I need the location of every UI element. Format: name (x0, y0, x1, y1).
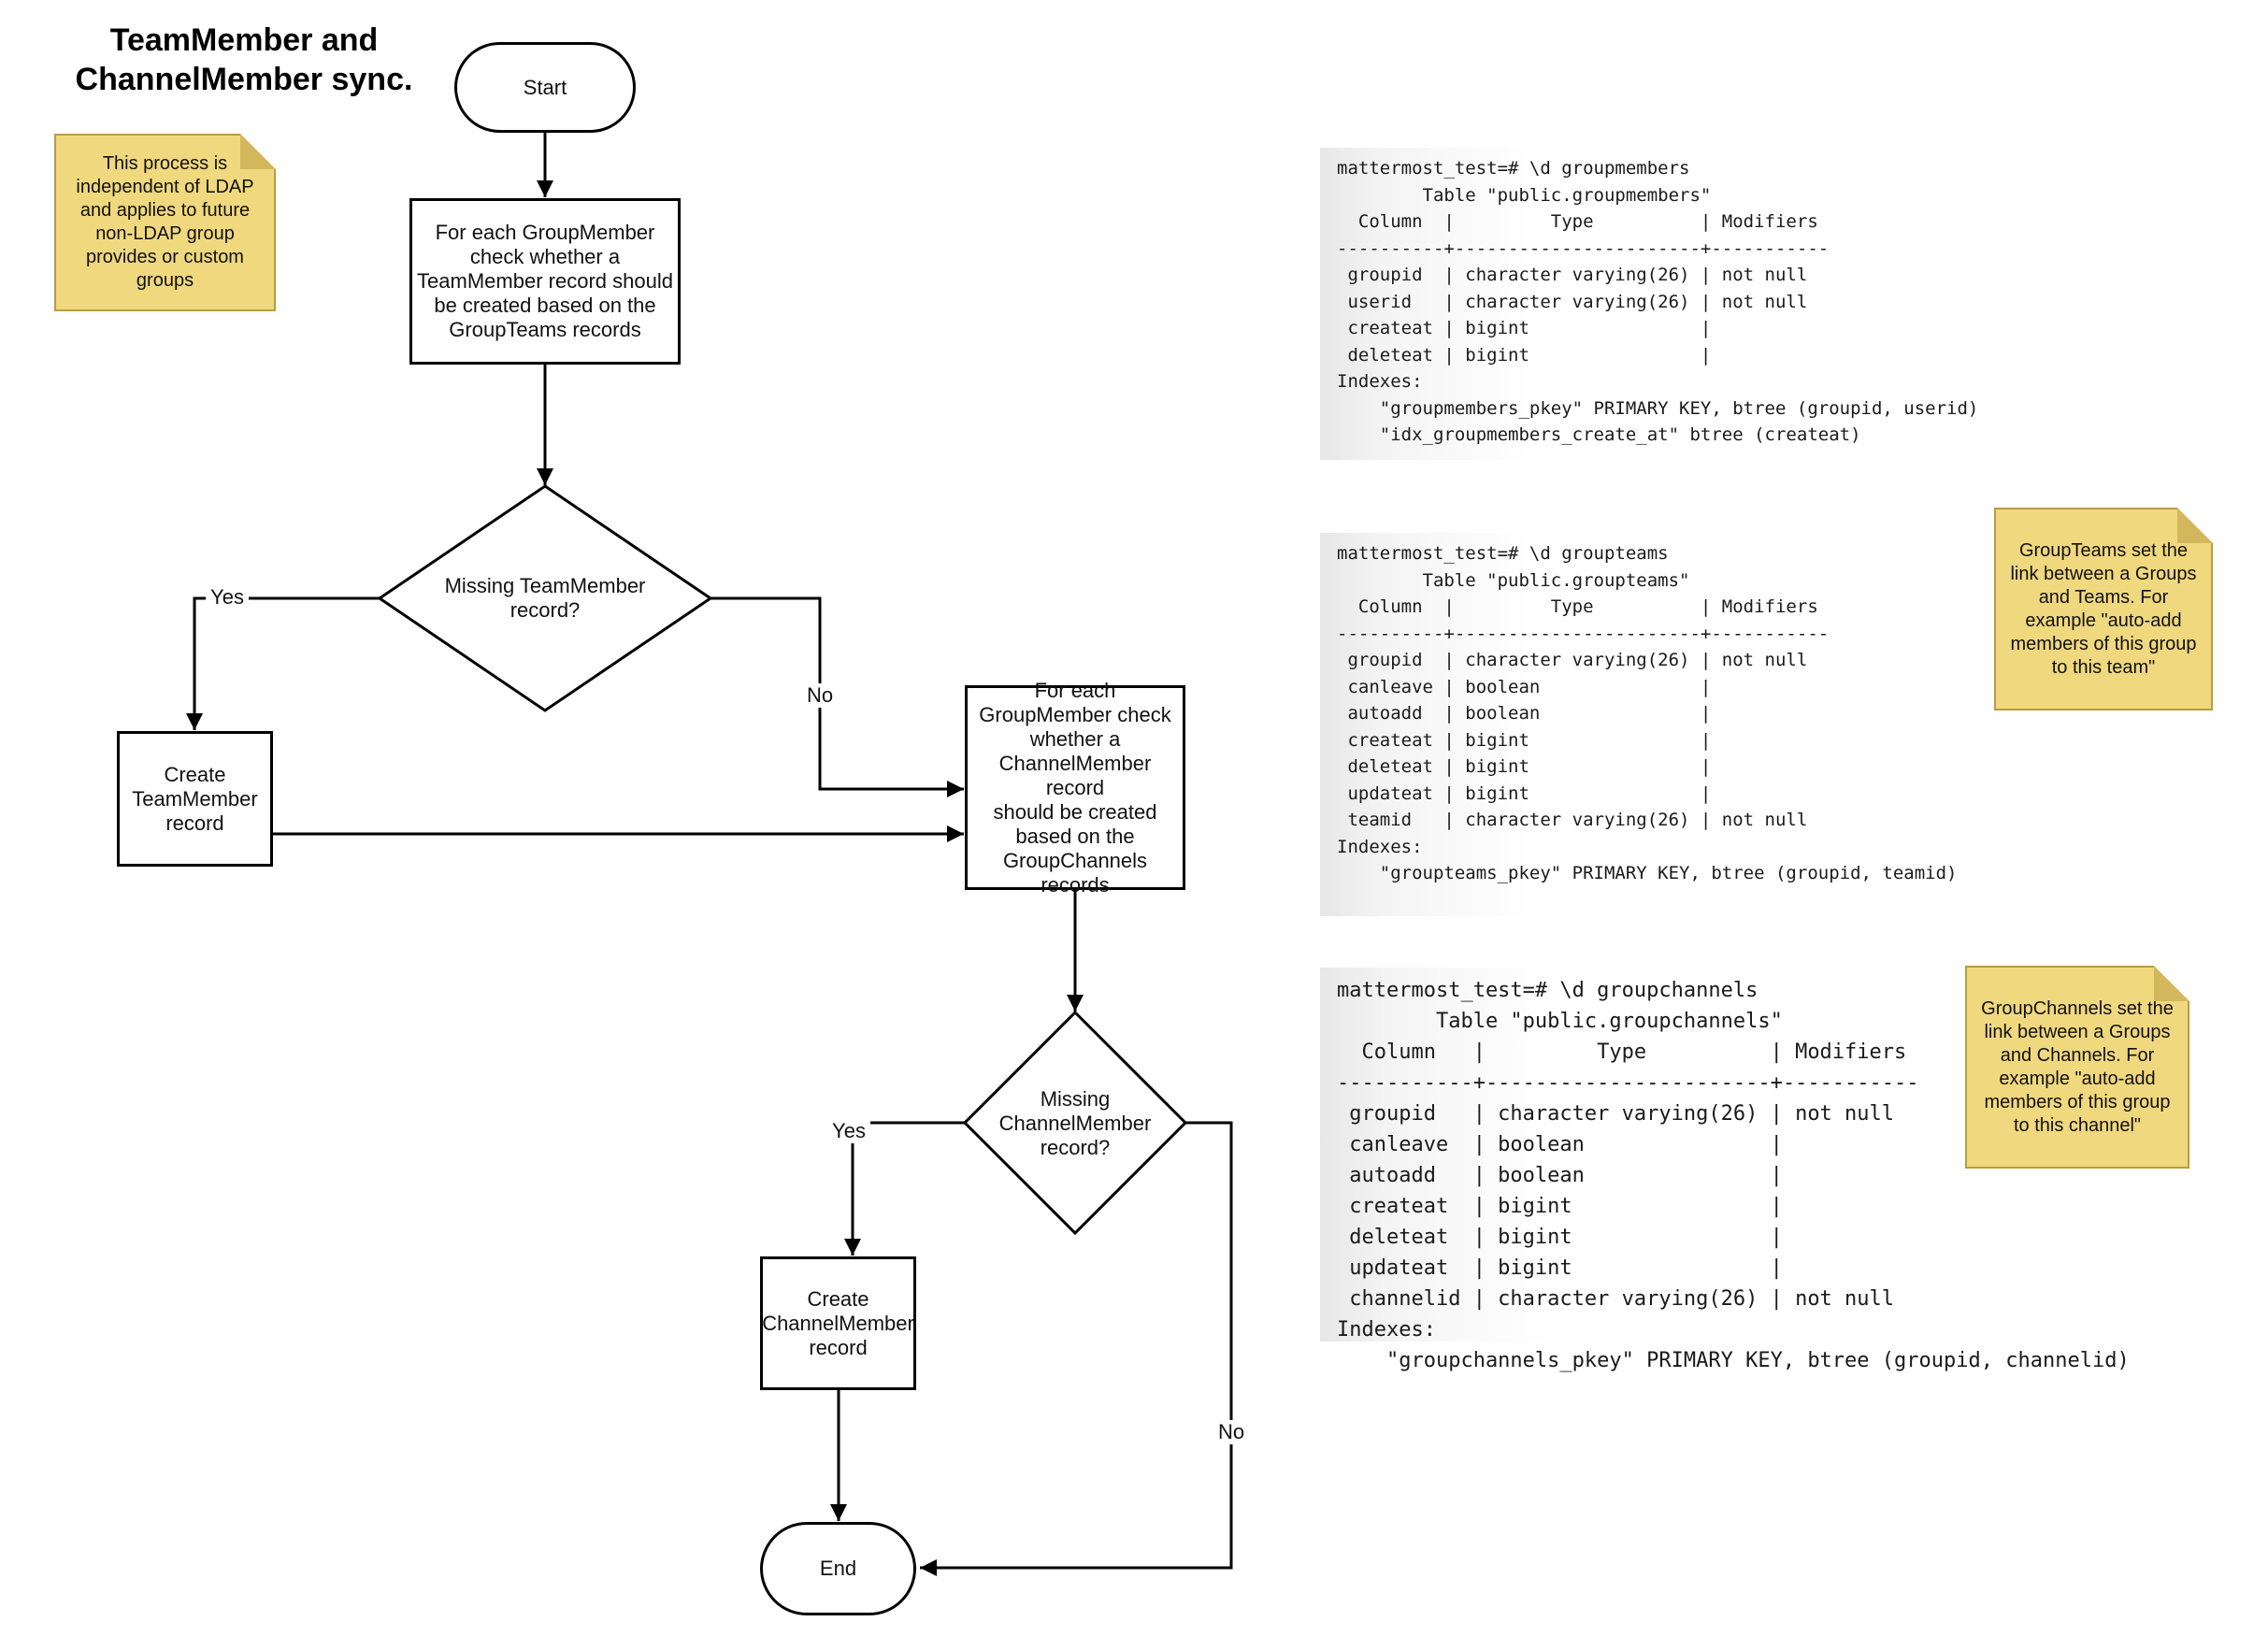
note-fold-corner-icon (2154, 966, 2189, 1001)
decision-missing-teammember-shape (377, 484, 713, 712)
note-groupchannels: GroupChannels set the link between a Gro… (1965, 966, 2189, 1169)
node-start: Start (454, 42, 636, 133)
note-text: This process is independent of LDAP and … (76, 153, 254, 291)
page-title: TeamMember and ChannelMember sync. (57, 21, 431, 99)
node-create-teammember: Create TeamMember record (117, 731, 273, 867)
page-title-line2: ChannelMember sync. (75, 62, 413, 97)
note-fold-corner-icon (2177, 508, 2213, 543)
codeblock-groupchannels-text: mattermost_test=# \d groupchannels Table… (1337, 979, 2130, 1372)
edge-label-no-decision2: No (1213, 1420, 1250, 1444)
note-groupteams: GroupTeams set the link between a Groups… (1994, 508, 2213, 710)
page-title-line1: TeamMember and (109, 22, 379, 58)
edge-label-yes-decision2: Yes (827, 1119, 870, 1143)
node-create-channelmember: Create ChannelMember record (760, 1256, 916, 1390)
edge-label-yes-decision1: Yes (206, 585, 249, 610)
note-text: GroupChannels set the link between a Gro… (1981, 997, 2174, 1136)
edge-decision1-yes-to-create-teammember (186, 596, 380, 730)
codeblock-groupmembers-text: mattermost_test=# \d groupmembers Table … (1337, 158, 1979, 445)
decision-missing-channelmember-shape (962, 1010, 1188, 1236)
node-process-check-teammember: For each GroupMember check whether a Tea… (409, 198, 681, 365)
note-text: GroupTeams set the link between a Groups… (2010, 539, 2197, 678)
edge-decision2-no-to-end (920, 1121, 1233, 1576)
codeblock-groupteams-text: mattermost_test=# \d groupteams Table "p… (1337, 543, 1958, 883)
node-process-check-channelmember: For each GroupMember check whether a Cha… (965, 679, 1185, 897)
edge-label-no-decision1: No (801, 683, 839, 708)
decision-missing-teammember-label: Missing TeamMember record? (444, 574, 646, 622)
note-fold-corner-icon (240, 134, 276, 169)
codeblock-groupmembers: mattermost_test=# \d groupmembers Table … (1320, 148, 1979, 460)
codeblock-groupteams: mattermost_test=# \d groupteams Table "p… (1320, 533, 1958, 916)
node-end: End (760, 1522, 916, 1615)
codeblock-groupchannels: mattermost_test=# \d groupchannels Table… (1320, 968, 2130, 1372)
note-process-independent-of-ldap: This process is independent of LDAP and … (54, 134, 276, 311)
decision-missing-channelmember-label: Missing ChannelMember record? (998, 1087, 1152, 1159)
